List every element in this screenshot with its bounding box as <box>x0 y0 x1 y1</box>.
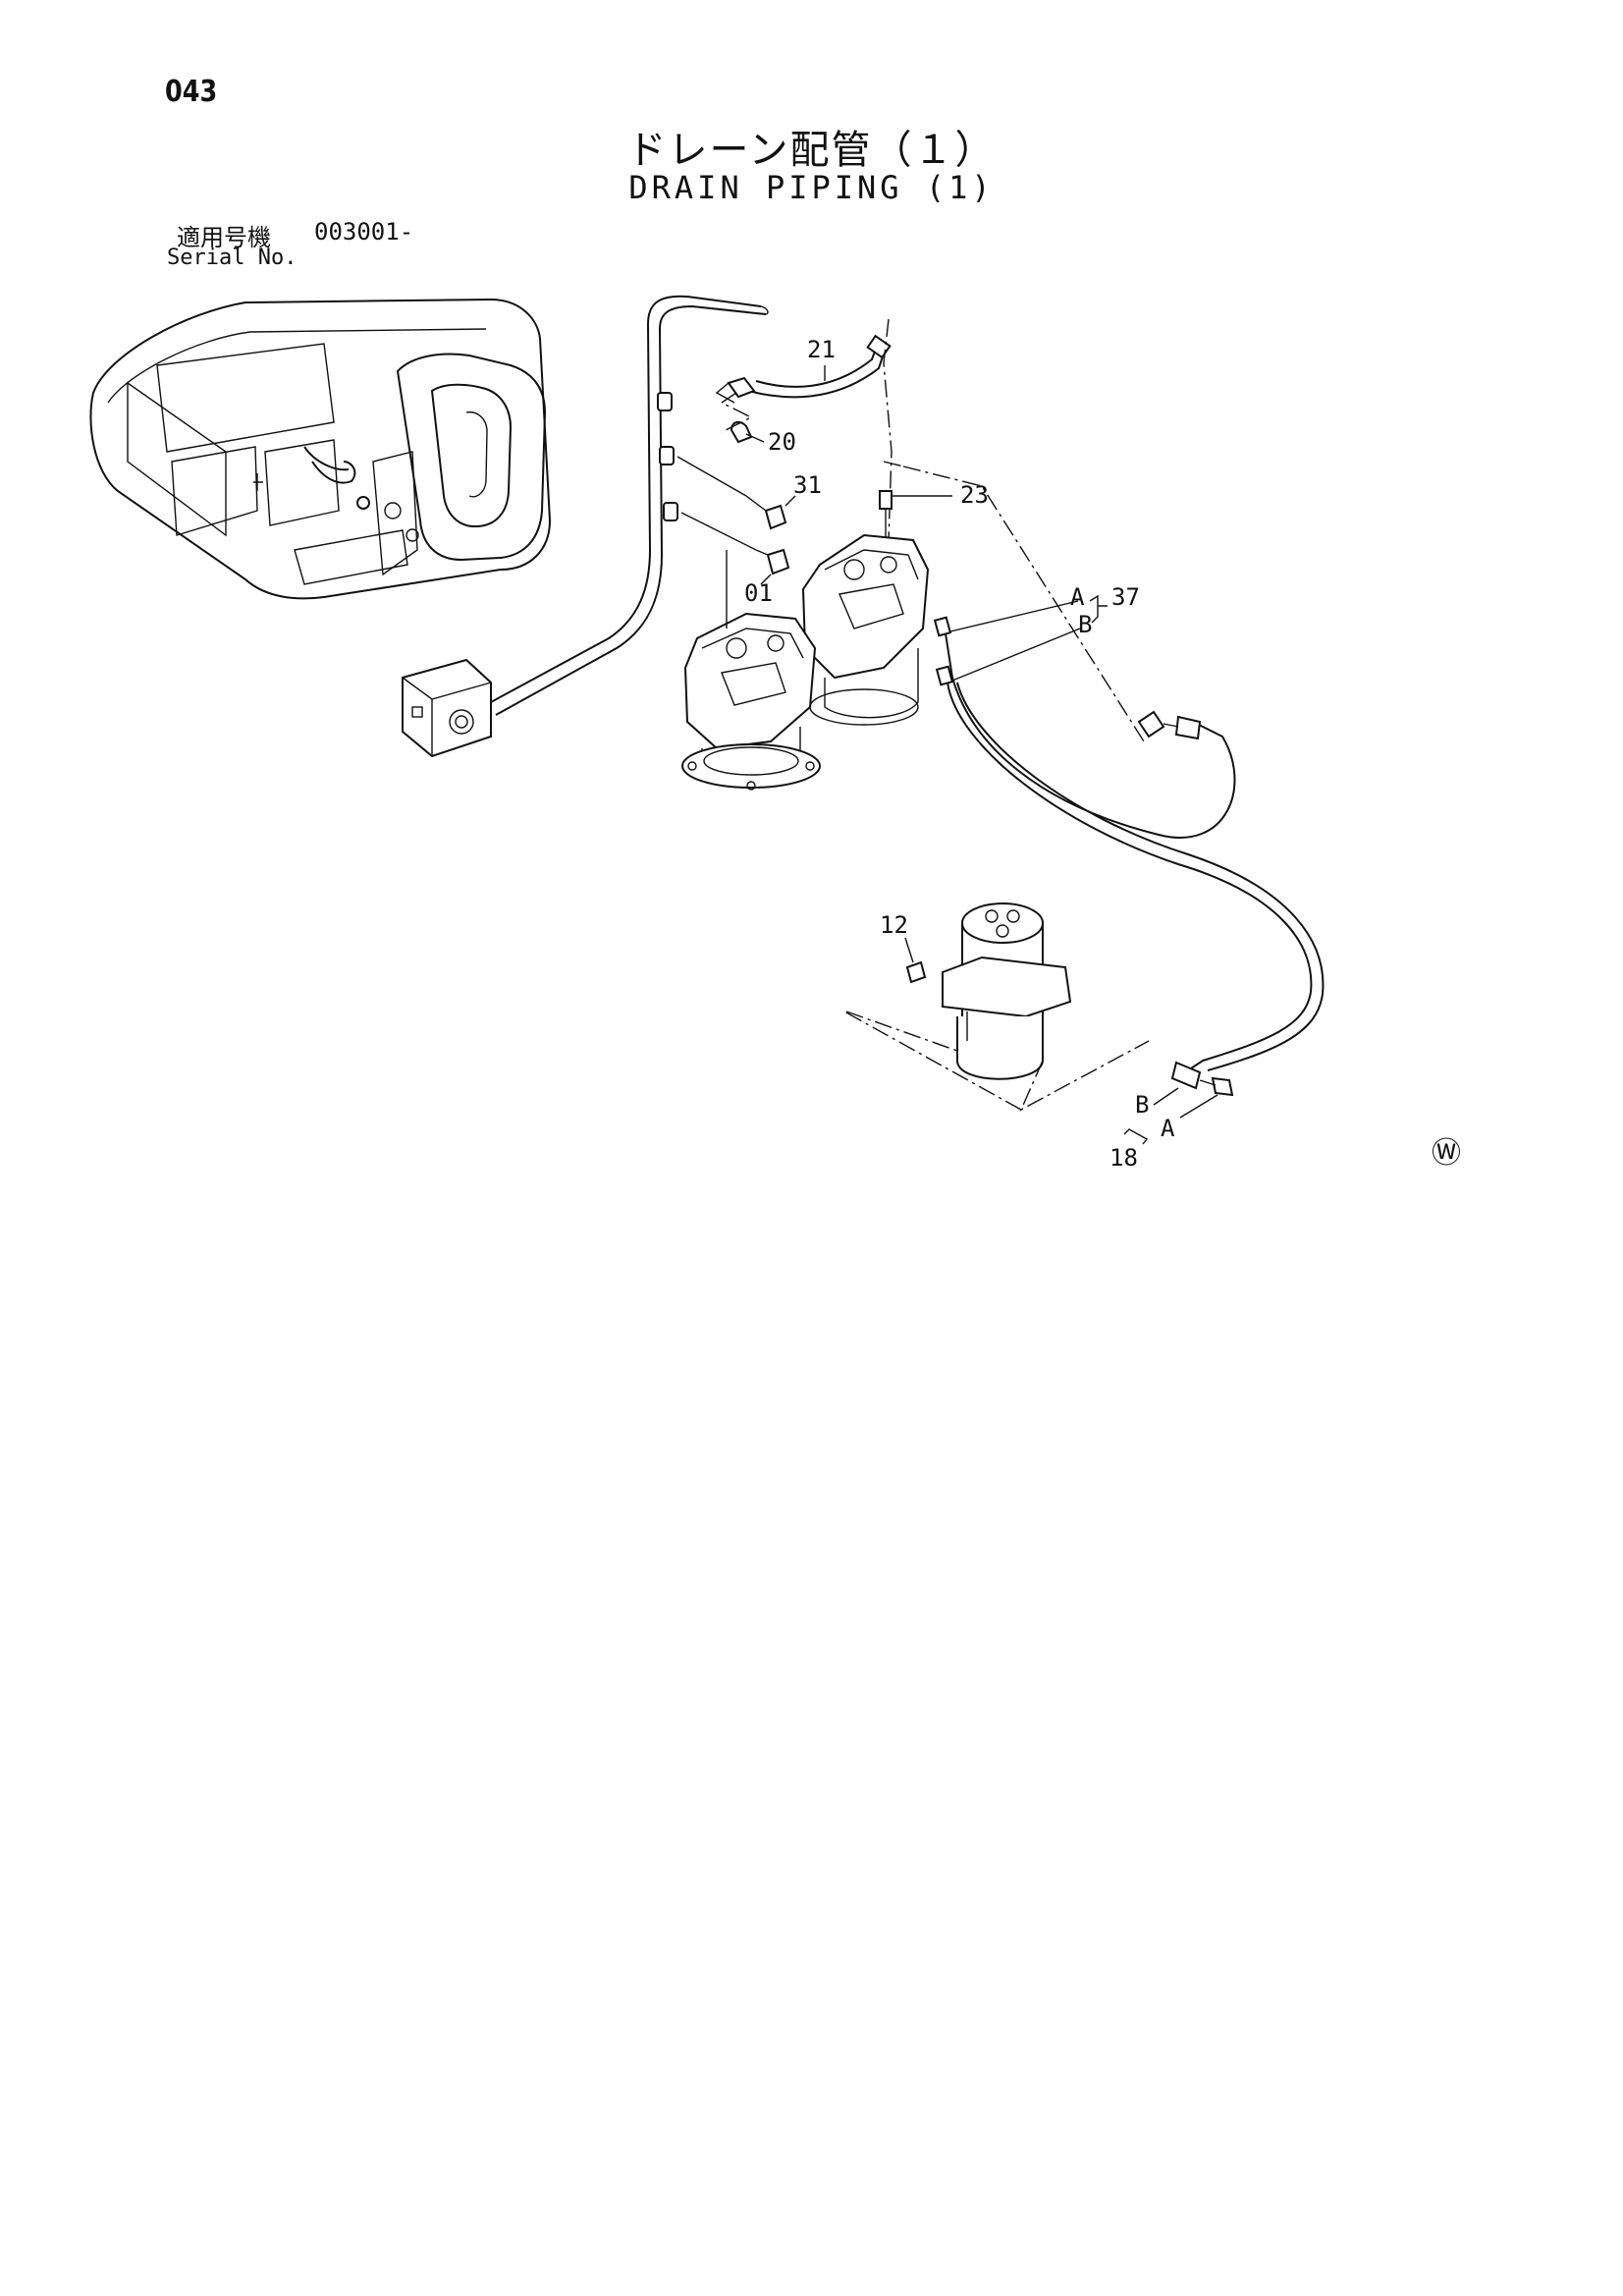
copyright-mark: Ⓦ <box>1432 1136 1461 1171</box>
callout-31: 31 <box>793 471 822 499</box>
callout-12: 12 <box>880 911 908 939</box>
drain-hose-21 <box>715 334 892 444</box>
callout-37: 37 <box>1111 583 1140 611</box>
serial-label-english: Serial No. <box>167 246 298 270</box>
hose-18-fittings <box>1170 1061 1234 1097</box>
callout-21: 21 <box>807 336 836 363</box>
serial-number-value: 003001- <box>314 218 414 246</box>
page-title-english: DRAIN PIPING (1) <box>628 169 995 206</box>
callout-18-b: B <box>1135 1091 1149 1119</box>
upper-structure-overview <box>89 298 552 600</box>
callout-leaders <box>745 365 1218 1145</box>
drain-hoses-37 <box>933 616 1325 1071</box>
page-number: 043 <box>165 75 218 109</box>
center-swivel-joint <box>843 902 1150 1112</box>
callout-23: 23 <box>960 481 989 509</box>
callout-37-b: B <box>1078 611 1092 638</box>
callout-37-a: A <box>1070 583 1085 611</box>
serial-label-japanese: 適用号機 <box>177 224 271 251</box>
callout-20: 20 <box>768 428 796 456</box>
pipe-clamps <box>657 392 757 551</box>
callout-01: 01 <box>744 579 773 607</box>
callout-18: 18 <box>1109 1144 1138 1172</box>
callout-18-a: A <box>1161 1115 1175 1142</box>
swing-motors <box>681 533 930 791</box>
page-title-japanese: ドレーン配管（１） <box>626 128 997 173</box>
left-drain-pipe <box>402 295 769 758</box>
